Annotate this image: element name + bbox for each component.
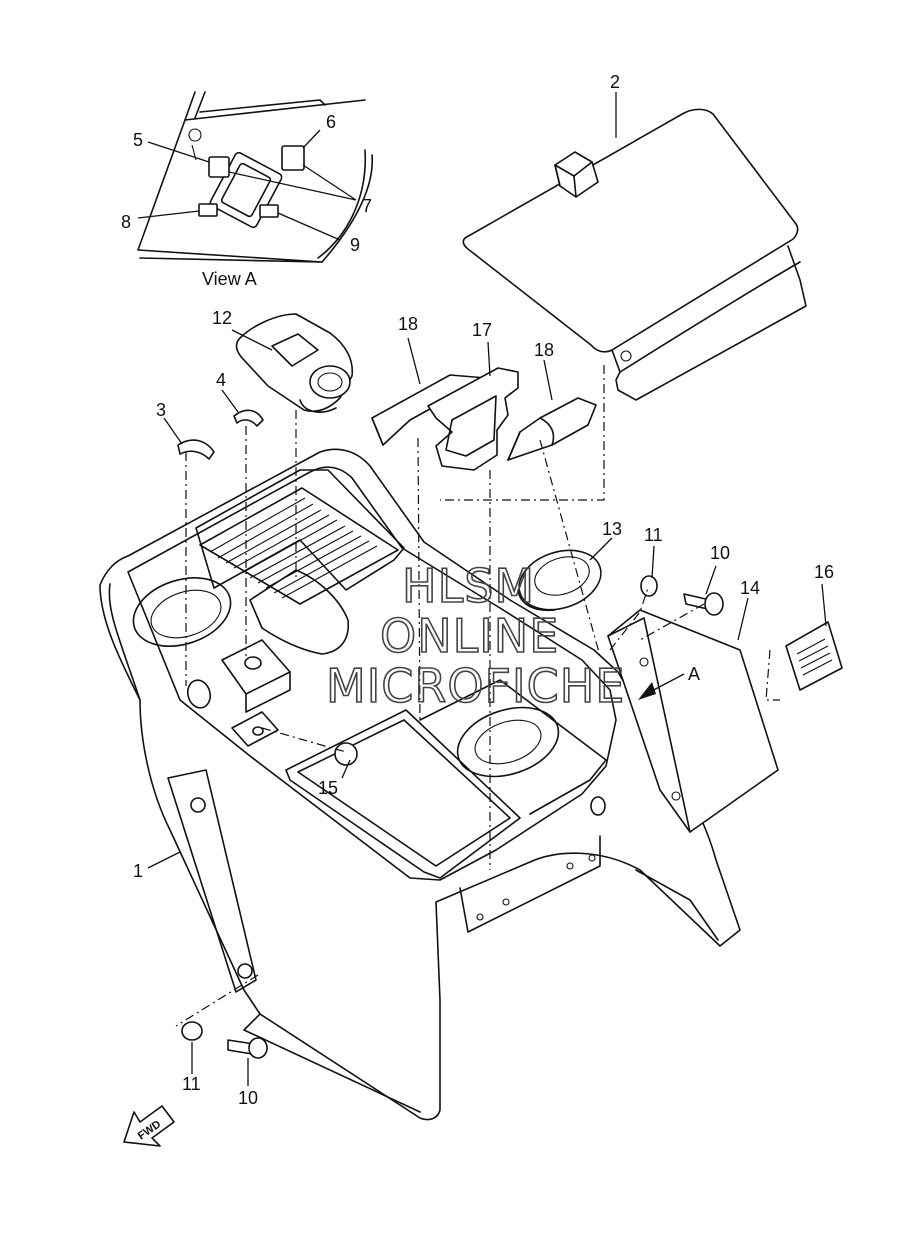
fasteners [181,575,724,1059]
ridged-plate [199,487,399,605]
bracket-17-and-pads-18 [371,367,597,471]
fwd-arrow: FWD [123,1105,175,1147]
callout-2: 2 [610,72,620,92]
watermark-line-2: ONLINE [380,609,559,663]
callout-13: 13 [602,519,622,539]
part-labels: 1 2 3 4 10 10 11 11 12 13 14 15 16 17 18… [133,72,834,1108]
view-a-inset [137,91,373,263]
callout-18-left: 18 [398,314,418,334]
indicator-8 [198,203,218,217]
callout-9: 9 [350,235,360,255]
assembly-lines [175,365,780,1027]
label-plate-16 [785,621,843,691]
callout-16: 16 [814,562,834,582]
lens-4 [233,409,264,427]
callout-12: 12 [212,308,232,328]
grommet-13 [517,549,602,612]
callout-18-right: 18 [534,340,554,360]
leader-lines [147,92,827,1086]
callout-3: 3 [156,400,166,420]
view-a-labels: 5 6 7 8 9 View A [121,112,372,289]
lens-3 [177,439,215,460]
switch-6 [281,145,305,171]
callout-7: 7 [362,196,372,216]
side-panel-14 [607,609,779,833]
callout-11-left: 11 [182,1074,201,1094]
callout-11-right: 11 [644,525,663,545]
watermark: HLSM ONLINE MICROFICHE [325,558,625,714]
callout-14: 14 [740,578,760,598]
callout-17: 17 [472,320,492,340]
view-a-arrow: A [638,664,700,700]
watermark-line-3: MICROFICHE [326,659,625,713]
view-a-title: View A [202,269,257,289]
watermark-line-1: HLSM [402,559,535,613]
view-a-marker: A [688,664,700,684]
switch-5 [208,156,230,178]
indicator-9 [259,204,279,218]
callout-1: 1 [133,861,143,881]
console-body-1 [99,448,741,1121]
callout-4: 4 [216,370,226,390]
callout-5: 5 [133,130,143,150]
plug-15 [334,742,358,766]
lid-assembly [462,108,807,401]
callout-8: 8 [121,212,131,232]
callout-10-left: 10 [238,1088,258,1108]
callout-15: 15 [318,778,338,798]
callout-6: 6 [326,112,336,132]
shift-cover-12 [235,313,354,413]
callout-10-right: 10 [710,543,730,563]
